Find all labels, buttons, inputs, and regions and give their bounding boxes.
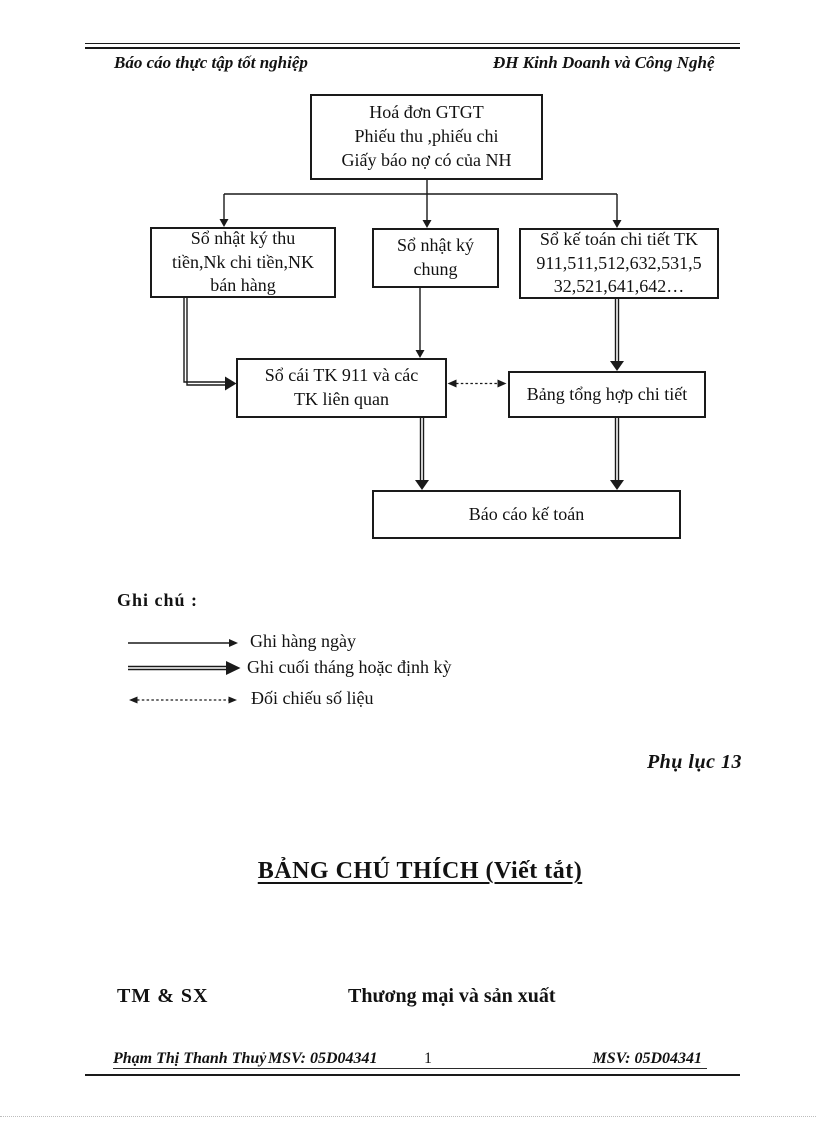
- arrowhead-detail-ledger: [612, 220, 622, 228]
- flowchart-box-journal-thu-chi: Sổ nhật ký thu tiền,Nk chi tiền,NK bán h…: [150, 227, 336, 298]
- abbreviation-term: TM & SX: [117, 985, 209, 1007]
- footer-student-id-left: MSV: 05D04341: [268, 1050, 378, 1067]
- appendix-label: Phụ lục 13: [646, 751, 742, 773]
- header-right-text: ĐH Kinh Doanh và Công Nghệ: [493, 53, 715, 72]
- dashed-arrow-lines: [137, 382, 498, 701]
- footer-rule: [85, 1074, 740, 1076]
- footer-underline: [113, 1068, 707, 1069]
- legend-dashed-arrowhead-left: [129, 696, 138, 704]
- double-journal-thu-to-general-ledger-b: [186, 298, 225, 386]
- footer-student-id-right: MSV: 05D04341: [592, 1050, 703, 1067]
- double-general-ledger-to-report: [419, 418, 425, 481]
- double-detail-to-summary: [614, 299, 620, 362]
- flowchart-box-report: Báo cáo kế toán: [372, 490, 681, 539]
- flowchart-box-general-ledger: Sổ cái TK 911 và các TK liên quan: [236, 358, 447, 418]
- flowchart-box-summary: Bảng tổng hợp chi tiết: [508, 371, 706, 418]
- double-summary-to-report: [614, 418, 620, 481]
- arrowhead-summary-top: [610, 361, 624, 371]
- header-double-rule: [85, 43, 740, 49]
- footer-page-number: 1: [424, 1050, 432, 1067]
- arrowhead-journal-chung: [422, 220, 432, 228]
- legend-label-reconcile: Đối chiếu số liệu: [251, 688, 374, 708]
- legend-title: Ghi chú :: [117, 590, 199, 610]
- legend-single-arrowhead: [229, 639, 238, 647]
- footer-author-name: Phạm Thị Thanh Thuỷ: [113, 1050, 267, 1067]
- dashed-arrowhead-right: [497, 379, 507, 388]
- arrowhead-report-right: [610, 480, 624, 490]
- dashed-arrowheads: [129, 379, 507, 704]
- legend-label-daily: Ghi hàng ngày: [250, 631, 356, 651]
- flowchart-box-source-documents: Hoá đơn GTGT Phiếu thu ,phiếu chi Giấy b…: [310, 94, 543, 180]
- arrowhead-general-ledger-left: [225, 376, 237, 391]
- dashed-arrowhead-left: [447, 379, 457, 388]
- section-title: BẢNG CHÚ THÍCH (Viết tắt): [104, 858, 736, 885]
- abbreviation-meaning: Thương mại và sản xuất: [348, 985, 556, 1007]
- double-arrow-lines: [128, 298, 620, 671]
- legend-label-period-end: Ghi cuối tháng hoặc định kỳ: [247, 657, 452, 677]
- legend-double-arrow-line: [128, 665, 227, 671]
- double-journal-thu-to-general-ledger-a: [183, 298, 225, 383]
- header-left-text: Báo cáo thực tập tốt nghiệp: [114, 53, 308, 72]
- legend-double-arrowhead: [226, 661, 241, 675]
- legend-dashed-arrowhead-right: [228, 696, 237, 704]
- section-title-text: BẢNG CHÚ THÍCH (Viết tắt): [257, 858, 583, 884]
- arrowhead-report-left: [415, 480, 429, 490]
- page-break-dotted-line: [0, 1116, 816, 1117]
- arrowhead-general-ledger-top: [415, 350, 425, 358]
- flowchart-box-detail-ledger: Sổ kế toán chi tiết TK 911,511,512,632,5…: [519, 228, 719, 299]
- flowchart-box-journal-chung: Sổ nhật ký chung: [372, 228, 499, 288]
- arrowhead-journal-thu: [219, 219, 229, 227]
